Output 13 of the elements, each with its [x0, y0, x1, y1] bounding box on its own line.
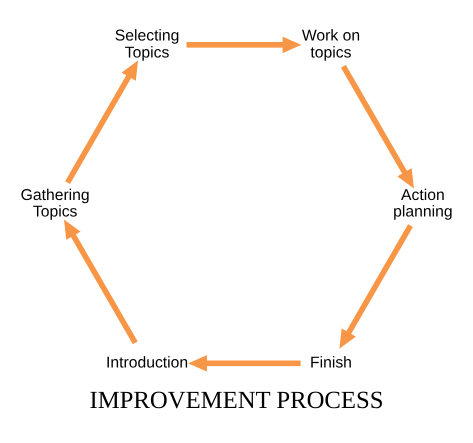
node-text: Selecting Topics [114, 28, 180, 62]
arrow [65, 60, 138, 184]
node-text: Work on topics [302, 28, 360, 62]
arrow [188, 355, 301, 372]
arrow [339, 224, 413, 349]
node-text: Action planning [393, 186, 453, 221]
node-text: Gathering Topics [20, 186, 90, 221]
node-text: Introduction [106, 354, 188, 372]
diagram-title: IMPROVEMENT PROCESS [89, 386, 384, 414]
arrow [64, 219, 138, 344]
node-text: Finish [310, 354, 352, 372]
arrow [186, 36, 302, 54]
arrow [340, 64, 414, 189]
